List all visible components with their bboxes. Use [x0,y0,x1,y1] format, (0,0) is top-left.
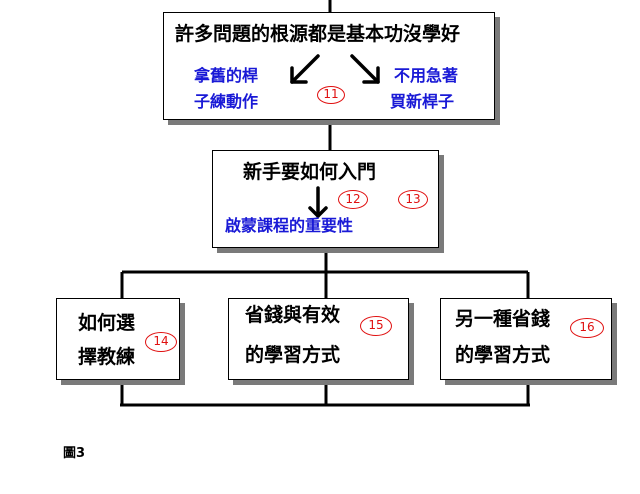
bottom-center-line2: 的學習方式 [245,344,341,366]
badge-13: 13 [398,190,428,209]
top-box-left-note-line1: 拿舊的桿 [194,66,259,85]
badge-14: 14 [145,332,177,352]
badge-16: 16 [570,318,604,338]
bottom-right-line2: 的學習方式 [455,344,551,366]
bottom-right-line1: 另一種省錢 [455,308,551,330]
badge-11: 11 [317,86,345,104]
bottom-left-line1: 如何選 [78,312,136,334]
bottom-center-line1: 省錢與有效 [245,304,341,326]
middle-box-title: 新手要如何入門 [243,161,377,183]
arrow-down-left-icon [290,54,320,84]
top-box-left-note-line2: 子練動作 [194,92,259,111]
bottom-center-box [228,298,409,380]
arrow-down-right-icon [350,54,380,84]
figure-caption: 圖3 [63,446,86,461]
bottom-right-box [440,298,612,380]
badge-12: 12 [338,190,368,209]
badge-15: 15 [360,316,392,336]
top-box-right-note-line1: 不用急著 [394,66,459,85]
top-box-title: 許多問題的根源都是基本功沒學好 [175,23,461,45]
bottom-left-line2: 擇教練 [78,346,136,368]
arrow-down-icon [308,186,328,218]
middle-box-note: 啟蒙課程的重要性 [225,216,354,235]
top-box-right-note-line2: 買新桿子 [390,92,455,111]
